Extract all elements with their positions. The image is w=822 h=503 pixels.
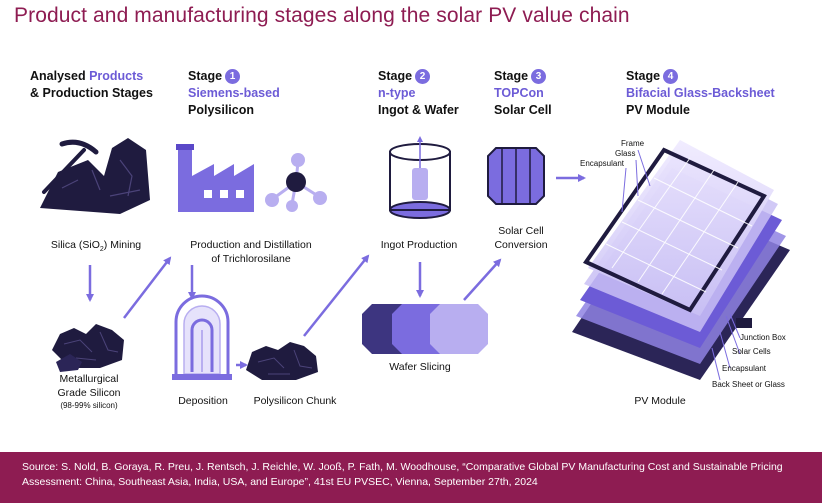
wafers-icon [362, 304, 488, 354]
label-wafer-slicing: Wafer Slicing [389, 361, 451, 373]
module-leader-lines [621, 149, 741, 381]
molecule-icon [265, 153, 327, 212]
mg-silicon-chunks-icon [52, 324, 124, 372]
solar-cell-icon [487, 147, 545, 205]
polysilicon-chunks-icon [246, 342, 318, 380]
stage-4-badge: 4 [663, 69, 679, 84]
page-title: Product and manufacturing stages along t… [14, 4, 630, 27]
label-mg-silicon: Metallurgical Grade Silicon (98-99% sili… [57, 373, 121, 410]
stage-3-badge: 3 [531, 69, 547, 84]
callout-encapsulant-bottom: Encapsulant [722, 364, 767, 373]
label-polysilicon-chunk: Polysilicon Chunk [253, 395, 337, 407]
label-ingot-production: Ingot Production [380, 239, 458, 251]
label-silica-mining: Silica (SiO2) Mining [50, 239, 142, 254]
callout-junction-box: Junction Box [740, 333, 786, 342]
stage-2-badge: 2 [415, 69, 431, 84]
factory-icon [176, 144, 254, 212]
label-cell-conversion: Solar Cell Conversion [494, 225, 548, 251]
mining-icon [40, 138, 150, 214]
source-citation: Source: S. Nold, B. Goraya, R. Preu, J. … [22, 461, 783, 488]
source-footer [0, 452, 822, 503]
flow-arrows [86, 174, 586, 369]
ingot-icon [389, 136, 451, 219]
callout-encapsulant-top: Encapsulant [580, 159, 625, 168]
label-deposition: Deposition [178, 395, 228, 407]
header-analysed-products: Analysed Products & Production Stages [30, 69, 153, 100]
label-pv-module: PV Module [634, 395, 686, 407]
deposition-reactor-icon [172, 294, 232, 380]
pv-module-icon [572, 140, 790, 380]
callout-back-sheet: Back Sheet or Glass [712, 380, 785, 389]
stage-1-badge: 1 [225, 69, 241, 84]
callout-frame: Frame [621, 139, 645, 148]
value-chain-diagram [40, 136, 790, 381]
callout-solar-cells: Solar Cells [732, 347, 771, 356]
callout-glass: Glass [615, 149, 636, 158]
label-distillation: Production and Distillation of Trichloro… [190, 239, 312, 265]
